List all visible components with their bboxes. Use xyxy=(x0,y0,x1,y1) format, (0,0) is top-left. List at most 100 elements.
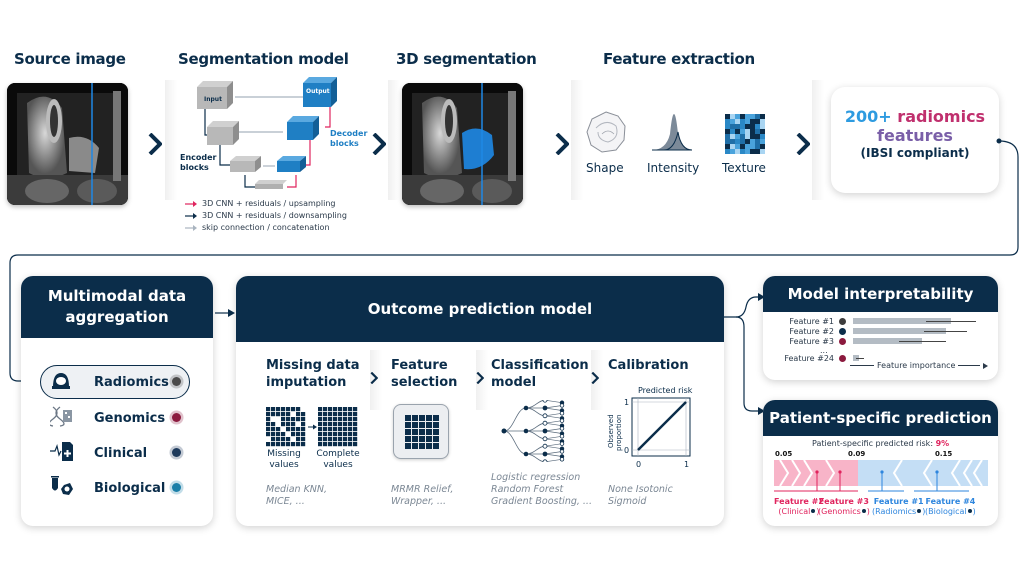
missing-values-caption: Missing values xyxy=(264,449,304,471)
contribution-feature: Feature #1 xyxy=(873,497,924,506)
feature-dot xyxy=(839,354,846,362)
source-dot xyxy=(917,509,922,513)
contribution-feature: Feature #2 xyxy=(774,497,824,506)
ibsi-note: (IBSI compliant) xyxy=(860,146,970,160)
calibration-title: Calibration xyxy=(608,358,689,373)
modality-genomics[interactable]: Genomics xyxy=(48,406,185,429)
contribution-feature: Feature #3 xyxy=(819,497,869,506)
selection-desc-1: MRMR Relief, xyxy=(391,484,454,495)
modality-label: Clinical xyxy=(94,445,148,461)
panel-separator xyxy=(571,80,583,200)
feature-dot xyxy=(839,337,846,345)
intensity-label: Intensity xyxy=(647,161,700,175)
feature-selection-icon xyxy=(393,404,449,459)
contribution-source: (Clinical xyxy=(778,507,811,516)
y-tick-0: 0 xyxy=(624,446,629,455)
contribution-label: Feature #4(Biological) xyxy=(925,497,976,516)
error-bar xyxy=(899,340,946,342)
feature-importance-axis: Feature importance xyxy=(850,361,989,370)
calibration-plot: 1 0 0 1 Observed proportion xyxy=(607,397,691,469)
segmentation-overlay-illustration xyxy=(402,83,523,205)
input-block xyxy=(197,81,233,109)
panel-separator xyxy=(388,80,400,200)
branch-connector xyxy=(724,293,765,415)
x-tick-0: 0 xyxy=(636,460,641,469)
complete-values-caption: Complete values xyxy=(312,449,364,471)
importance-bar xyxy=(853,338,922,344)
decision-tree-icon xyxy=(501,400,565,462)
error-bar xyxy=(855,357,865,359)
test-tube-icon xyxy=(50,475,76,501)
legend-downsampling: 3D CNN + residuals / downsampling xyxy=(185,211,347,220)
imputation-desc-2: MICE, ... xyxy=(266,496,305,507)
contribution-source: (Biological xyxy=(925,507,967,516)
imputation-title-line1: Missing data xyxy=(266,358,360,373)
importance-bar xyxy=(853,318,951,324)
classification-title: Classification model xyxy=(491,357,589,391)
feature-dot xyxy=(839,317,846,325)
y-tick-1: 1 xyxy=(624,398,629,407)
source-dot xyxy=(811,509,816,513)
imputation-title-line2: imputation xyxy=(266,375,347,390)
shape-label: Shape xyxy=(586,161,624,175)
aggregation-title-line2: aggregation xyxy=(65,308,169,326)
ellipsis: ... xyxy=(820,346,828,355)
caption-complete: Complete xyxy=(316,449,360,459)
feature-label: Feature #3 xyxy=(789,336,834,346)
contribution-label: Feature #2(Clinical) xyxy=(774,497,824,516)
predicted-risk-text: Patient-specific predicted risk: 9% xyxy=(812,439,949,448)
legend-skip: skip connection / concatenation xyxy=(185,223,330,232)
selection-title-line2: selection xyxy=(391,375,458,390)
x-tick-1: 1 xyxy=(684,460,689,469)
modality-dot xyxy=(172,483,181,492)
aggregation-title-line1: Multimodal data xyxy=(47,287,187,305)
feature-extraction-title: Feature extraction xyxy=(603,50,755,68)
arrow-grey-icon xyxy=(185,224,197,231)
source-image-title: Source image xyxy=(14,50,126,68)
feature-label: Feature #2 xyxy=(789,326,834,336)
contribution-source: (Radiomics xyxy=(872,507,917,516)
modality-label: Biological xyxy=(94,480,166,496)
predicted-risk-label: Patient-specific predicted risk: xyxy=(812,439,934,448)
chevron-right-icon xyxy=(476,372,484,384)
texture-label: Texture xyxy=(722,161,766,175)
selection-methods: MRMR Relief, Wrapper, ... xyxy=(391,484,453,508)
classification-desc-1: Logistic regression xyxy=(491,472,581,483)
caption-values: values xyxy=(323,460,353,470)
legend-skip-label: skip connection / concatenation xyxy=(202,223,330,232)
radiomics-features-box: 200+ radiomics features (IBSI compliant) xyxy=(831,87,999,193)
input-label: Input xyxy=(204,96,222,103)
contribution-feature: Feature #4 xyxy=(925,497,976,506)
radiomics-count: 200+ xyxy=(844,107,892,126)
legend-downsampling-label: 3D CNN + residuals / downsampling xyxy=(202,211,347,220)
calibration-line xyxy=(637,401,687,451)
y-label-1: Observed xyxy=(607,414,615,448)
predicted-risk-value: 9% xyxy=(935,439,950,448)
tick-low: 0.05 xyxy=(775,450,793,458)
modality-clinical[interactable]: Clinical xyxy=(50,442,185,464)
calibration-desc-2: Sigmoid xyxy=(608,496,647,507)
modality-biological[interactable]: Biological xyxy=(50,475,185,501)
intensity-icon xyxy=(652,114,693,151)
arrow-pink-icon xyxy=(185,200,197,207)
calibration-desc-1: None Isotonic xyxy=(608,484,673,495)
chevron-right-icon xyxy=(148,133,162,155)
segmented-ct-image xyxy=(402,83,523,205)
features-word: features xyxy=(877,126,953,145)
ct-scanner-icon xyxy=(50,369,76,395)
modality-dot xyxy=(172,448,181,457)
unet-diagram: Input Output xyxy=(197,77,337,189)
feature-dot xyxy=(839,327,846,335)
feature-label: Feature #24 xyxy=(784,353,834,363)
arrow-navy-icon xyxy=(185,212,197,219)
output-block xyxy=(303,77,337,107)
modality-radiomics[interactable]: Radiomics xyxy=(50,371,185,393)
encoder-blocks-label: Encoder blocks xyxy=(180,153,217,172)
legend-upsampling: 3D CNN + residuals / upsampling xyxy=(185,199,335,208)
chevron-right-icon xyxy=(372,133,386,155)
tick-high: 0.15 xyxy=(935,450,953,458)
caption-missing: Missing xyxy=(267,449,301,459)
calibration-methods: None Isotonic Sigmoid xyxy=(608,484,673,508)
shape-icon xyxy=(586,111,626,153)
feature-importance-row: Feature #3 xyxy=(780,336,990,346)
